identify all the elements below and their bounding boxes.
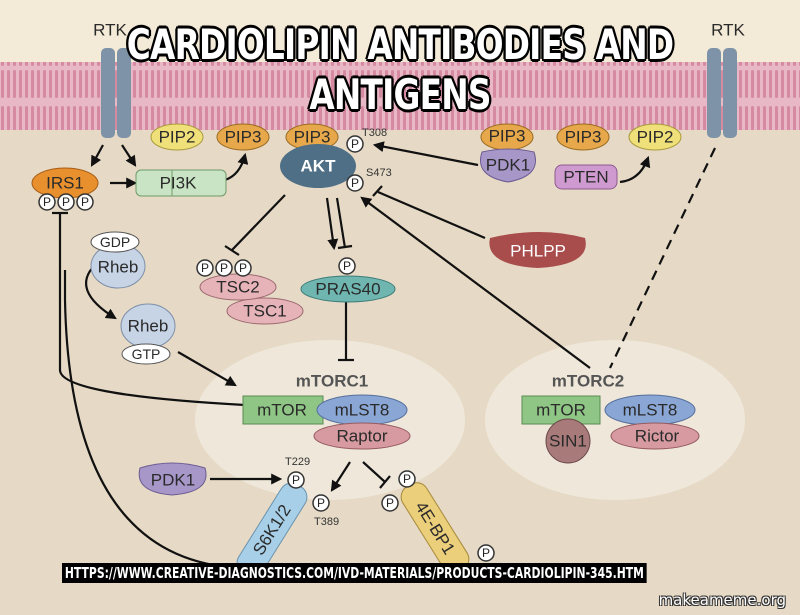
svg-text:SIN1: SIN1	[549, 432, 587, 451]
svg-text:Rheb: Rheb	[128, 317, 169, 336]
svg-text:GDP: GDP	[100, 234, 130, 250]
rtk-left-receptor	[101, 48, 131, 138]
svg-text:P: P	[43, 195, 51, 209]
svg-text:P: P	[482, 546, 490, 560]
tsc1-node: TSC1	[226, 297, 304, 325]
mtorc1-mtor-node: mTOR	[242, 395, 324, 425]
sin1-node: SIN1	[545, 418, 591, 464]
rtk-right-receptor	[707, 48, 737, 138]
t229-label: T229	[285, 456, 310, 468]
mtorc2-mtor-node: mTOR	[521, 395, 601, 425]
svg-text:Rictor: Rictor	[635, 427, 680, 446]
svg-text:P: P	[201, 261, 209, 275]
pathway-edges	[52, 141, 716, 570]
phlpp-node: PHLPP	[489, 232, 586, 268]
svg-text:PIP2: PIP2	[637, 128, 674, 147]
svg-text:PIP3: PIP3	[294, 128, 331, 147]
pdk1-bottom-node: PDK1	[138, 462, 207, 496]
svg-text:PDK1: PDK1	[486, 156, 530, 175]
rheb-gdp-node: Rheb	[90, 243, 146, 289]
meme-top-text: CARDIOLIPIN ANTIBODIES AND ANTIGENS	[126, 20, 674, 119]
rtk-right-label: RTK	[711, 21, 745, 40]
svg-text:TSC1: TSC1	[243, 302, 286, 321]
makeameme-watermark: makeameme.org	[658, 591, 786, 609]
eiebp1-phospho: P P P	[381, 470, 495, 562]
svg-text:PI3K: PI3K	[160, 174, 198, 193]
svg-text:PRAS40: PRAS40	[315, 280, 380, 299]
s6k-t229-phospho: P	[287, 471, 305, 489]
rtk-left-label: RTK	[93, 21, 127, 40]
meme-bottom-url-text: HTTPS://WWW.CREATIVE-DIAGNOSTICS.COM/IVD…	[62, 563, 647, 583]
akt-s473-phospho: P	[346, 174, 364, 192]
svg-text:PIP3: PIP3	[225, 128, 262, 147]
mtorc1-mlst8-node: mLST8	[316, 394, 408, 426]
svg-text:AKT: AKT	[301, 157, 337, 176]
pdk1-top-node: PDK1	[480, 148, 536, 183]
mtorc2-label: mTORC2	[552, 372, 624, 391]
pi3k-node: PI3K	[135, 169, 227, 197]
pip3-akt-node: PIP3	[285, 123, 339, 151]
pras40-node: PRAS40	[300, 275, 396, 303]
svg-text:PIP3: PIP3	[565, 128, 602, 147]
t308-label: T308	[362, 127, 387, 139]
pip3-node-right: PIP3	[556, 123, 610, 151]
akt-node: AKT	[280, 144, 356, 188]
svg-text:P: P	[343, 259, 351, 273]
svg-text:P: P	[351, 176, 359, 190]
mtorc2-mlst8-node: mLST8	[604, 394, 696, 426]
svg-text:Rheb: Rheb	[98, 258, 139, 277]
akt-t308-phospho: P	[346, 135, 364, 153]
irs1-phospho: P P P	[38, 193, 94, 211]
svg-text:P: P	[403, 472, 411, 486]
svg-text:GTP: GTP	[132, 346, 161, 362]
gdp-badge: GDP	[90, 231, 140, 253]
gtp-badge: GTP	[121, 343, 171, 365]
tsc2-node: TSC2	[199, 273, 277, 301]
svg-text:P: P	[81, 195, 89, 209]
extracellular-space	[0, 0, 800, 62]
pip3-node-left: PIP3	[216, 123, 270, 151]
svg-text:Raptor: Raptor	[336, 427, 387, 446]
svg-text:PIP2: PIP2	[159, 128, 196, 147]
svg-text:P: P	[239, 261, 247, 275]
pip2-node-left: PIP2	[150, 123, 204, 151]
svg-text:mLST8: mLST8	[623, 401, 678, 420]
svg-text:P: P	[292, 473, 300, 487]
svg-text:PDK1: PDK1	[151, 471, 195, 490]
t389-label: T389	[314, 516, 339, 528]
cell-membrane	[0, 62, 800, 130]
svg-text:TSC2: TSC2	[216, 278, 259, 297]
svg-text:IRS1: IRS1	[46, 174, 84, 193]
svg-text:P: P	[62, 195, 70, 209]
rheb-gtp-node: Rheb	[120, 303, 176, 349]
svg-text:mLST8: mLST8	[335, 401, 390, 420]
mtorc1-label: mTORC1	[296, 372, 368, 391]
svg-text:P: P	[317, 496, 325, 510]
pip2-node-right: PIP2	[628, 123, 682, 151]
tsc2-phospho: P P P	[196, 259, 252, 277]
svg-text:P: P	[220, 261, 228, 275]
svg-text:mTOR: mTOR	[536, 401, 586, 420]
pras40-phospho: P	[338, 257, 356, 275]
svg-text:mTOR: mTOR	[257, 401, 307, 420]
rictor-node: Rictor	[610, 422, 700, 450]
raptor-node: Raptor	[313, 422, 411, 450]
pip3-pdk1-label: PIP3	[489, 127, 526, 146]
svg-text:P: P	[386, 496, 394, 510]
svg-text:PTEN: PTEN	[563, 168, 608, 187]
s473-label: S473	[366, 167, 392, 179]
svg-text:PHLPP: PHLPP	[510, 242, 566, 261]
pten-node: PTEN	[554, 164, 618, 190]
s6k-t389-phospho: P	[312, 494, 330, 512]
mtorc2-region	[485, 340, 745, 500]
svg-text:P: P	[351, 137, 359, 151]
